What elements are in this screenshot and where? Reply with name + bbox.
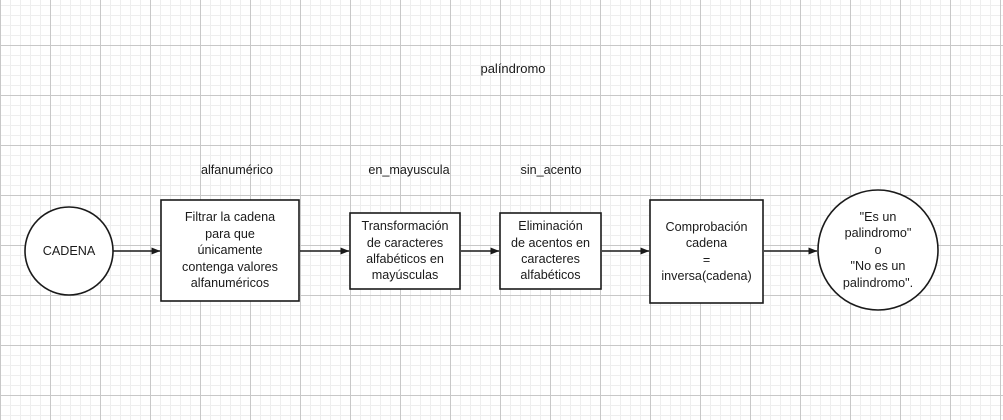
node-acentos-shape[interactable] <box>499 212 602 290</box>
diagram-title: palíndromo <box>480 61 546 76</box>
node-resultado-shape[interactable] <box>817 189 939 311</box>
node-comprobacion-shape[interactable] <box>649 199 764 304</box>
edge-label-sin-acento: sin_acento <box>520 163 582 177</box>
node-mayusculas-shape[interactable] <box>349 212 461 290</box>
edge-label-alfanumerico: alfanumérico <box>200 163 274 177</box>
edge-label-en-mayuscula: en_mayuscula <box>368 163 450 177</box>
node-start-shape[interactable] <box>24 206 114 296</box>
node-filtrar-shape[interactable] <box>160 199 300 302</box>
